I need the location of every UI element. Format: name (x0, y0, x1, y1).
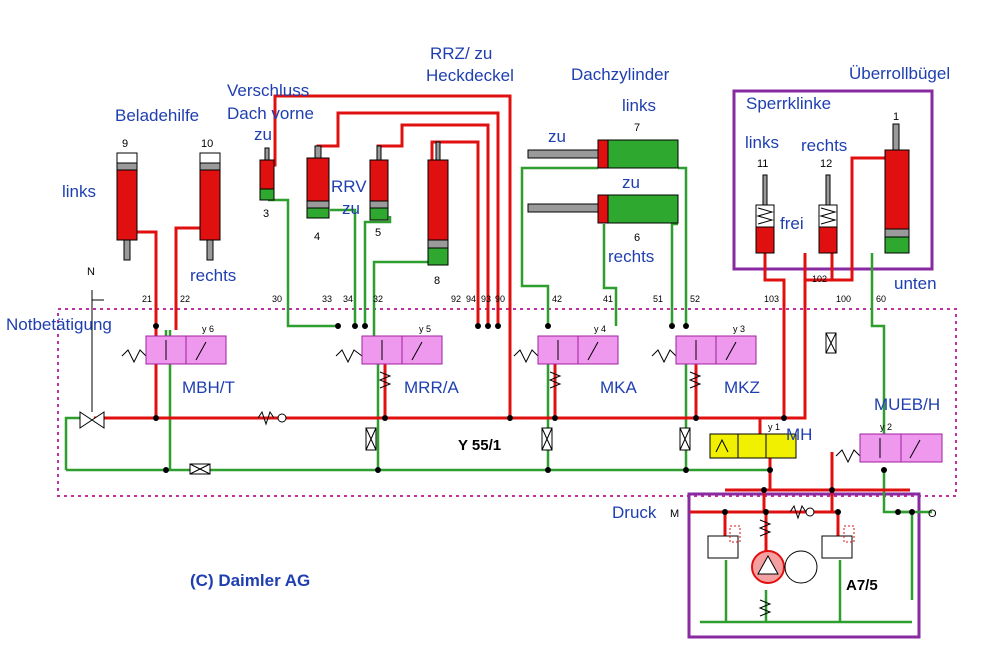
valve-y1-mh (709, 433, 797, 459)
label-a7: A7/5 (846, 577, 878, 594)
valve-name-y1: y 1 (768, 422, 780, 432)
label-zu-mid: zu (622, 173, 640, 192)
port-34: 34 (343, 294, 353, 304)
valve-name-y6: y 6 (202, 324, 214, 334)
cylinder-8 (427, 141, 449, 266)
port-33: 33 (322, 294, 332, 304)
label-mh: MH (786, 425, 812, 444)
junction-dots (153, 323, 915, 515)
cyl-number-1: 1 (893, 111, 899, 123)
valve-name-y5: y 5 (419, 324, 431, 334)
label-rechts-left: rechts (190, 266, 236, 285)
cylinder-12 (818, 174, 838, 254)
label-frei: frei (780, 214, 804, 233)
cyl-number-6: 6 (634, 232, 640, 244)
port-52: 52 (690, 294, 700, 304)
cylinder-7 (527, 139, 679, 169)
cyl-number-10: 10 (201, 138, 213, 150)
port-103: 103 (764, 294, 779, 304)
label-rrz-2: Heckdeckel (426, 66, 514, 85)
label-n: N (87, 266, 95, 278)
port-30: 30 (272, 294, 282, 304)
label-mbh-t: MBH/T (182, 378, 235, 397)
cyl-number-11: 11 (757, 158, 768, 170)
label-mka: MKA (600, 378, 638, 397)
port-94: 94 (466, 294, 476, 304)
valve-block-frame (57, 308, 957, 497)
port-41: 41 (603, 294, 613, 304)
pump-unit (707, 519, 855, 617)
label-dachzylinder: Dachzylinder (571, 65, 670, 84)
label-mueb-h: MUEB/H (874, 395, 940, 414)
pump-unit-frame (687, 492, 921, 639)
label-rechts-sperr: rechts (801, 136, 847, 155)
cylinder-5 (369, 145, 389, 221)
port-60: 60 (876, 294, 886, 304)
label-links-dach: links (622, 96, 656, 115)
label-mkz: MKZ (724, 378, 760, 397)
label-sperrklinke: Sperrklinke (746, 94, 831, 113)
cylinder-11 (755, 174, 775, 254)
label-zu-rrv: zu (342, 199, 360, 218)
notbetaetigung-valve (79, 290, 105, 429)
valve-y3 (651, 335, 757, 365)
label-notbetaetigung: Notbetätigung (6, 315, 112, 334)
port-102: 102 (812, 274, 827, 284)
label-mrr-a: MRR/A (404, 378, 459, 397)
valve-y2 (835, 433, 943, 464)
port-100: 100 (836, 294, 851, 304)
cyl-number-4: 4 (314, 231, 320, 243)
cylinder-9 (116, 152, 138, 261)
spring-symbols (257, 371, 807, 520)
valve-name-y4: y 4 (594, 324, 606, 334)
port-21: 21 (142, 294, 152, 304)
label-beladehilfe: Beladehilfe (115, 106, 199, 125)
port-93: 93 (481, 294, 491, 304)
valve-y6 (121, 335, 227, 365)
cyl-number-5: 5 (375, 227, 381, 239)
cylinder-1 (884, 123, 910, 254)
cyl-number-3: 3 (263, 208, 269, 220)
valve-y4 (513, 335, 619, 365)
label-m-port: M (670, 508, 679, 520)
check-valve-symbols (189, 332, 837, 517)
valve-name-y2: y 2 (880, 422, 892, 432)
port-42: 42 (552, 294, 562, 304)
label-rechts-dach: rechts (608, 247, 654, 266)
label-y55: Y 55/1 (458, 437, 501, 454)
label-zu-top: zu (548, 127, 566, 146)
cyl-number-12: 12 (820, 158, 832, 170)
port-32: 32 (373, 294, 383, 304)
port-22: 22 (180, 294, 190, 304)
label-druck: Druck (612, 503, 657, 522)
label-links-left: links (62, 182, 96, 201)
valve-y5 (335, 335, 443, 365)
port-51: 51 (653, 294, 663, 304)
label-ueberrollbuegel: Überrollbügel (849, 64, 950, 83)
cylinder-4 (306, 145, 330, 219)
label-zu-verschluss: zu (254, 125, 272, 144)
cyl-number-8: 8 (434, 275, 440, 287)
cylinder-6 (527, 194, 679, 224)
label-verschluss-2: Dach vorne (227, 104, 314, 123)
valve-name-y3: y 3 (733, 324, 745, 334)
label-rrv: RRV (331, 177, 367, 196)
cyl-number-7: 7 (634, 122, 640, 134)
port-90: 90 (495, 294, 505, 304)
label-links-sperr: links (745, 133, 779, 152)
port-92: 92 (451, 294, 461, 304)
label-rrz-1: RRZ/ zu (430, 44, 492, 63)
label-o-port: O (928, 508, 937, 520)
cylinder-10 (199, 152, 221, 261)
label-verschluss-1: Verschluss (227, 81, 309, 100)
label-unten: unten (894, 274, 937, 293)
cyl-number-9: 9 (122, 138, 128, 150)
cylinder-3 (259, 147, 275, 201)
copyright-text: (C) Daimler AG (190, 571, 310, 590)
